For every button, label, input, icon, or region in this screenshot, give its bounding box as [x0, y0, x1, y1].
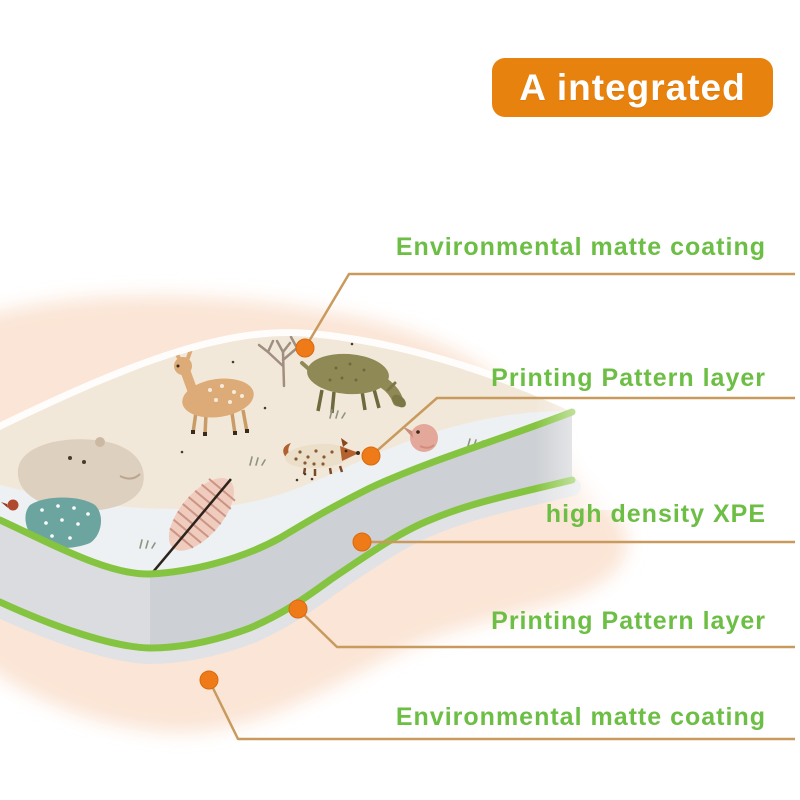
- layer-label-matte-coating-top: Environmental matte coating: [395, 233, 766, 261]
- layer-label-printing-pattern-bottom: Printing Pattern layer: [491, 607, 766, 635]
- fox: [283, 438, 360, 476]
- play-mat: [0, 329, 665, 665]
- callout-dot-matte-top: [295, 338, 315, 358]
- mat-cut-fade: [535, 365, 665, 510]
- callout-dot-print-top: [361, 446, 381, 466]
- callout-line-matte-top: [303, 272, 795, 349]
- feather: [150, 478, 236, 575]
- callout-line-print-bottom: [297, 608, 795, 649]
- title-text: A integrated: [519, 66, 746, 108]
- callout-line-matte-bottom: [207, 679, 795, 741]
- hippo: [17, 437, 144, 511]
- pink-bird: [402, 424, 438, 452]
- grazing-deer: [300, 353, 406, 414]
- mat-bottom-lip: [0, 478, 581, 665]
- mat-pattern: [0, 336, 572, 575]
- layer-label-high-density-xpe: high density XPE: [545, 500, 766, 528]
- callout-line-print-top: [370, 396, 795, 457]
- callout-dots: [199, 338, 381, 690]
- layer-label-matte-coating-bottom: Environmental matte coating: [395, 703, 766, 731]
- red-bird: [1, 499, 19, 511]
- pattern-speckles: [180, 342, 412, 482]
- fawn: [172, 347, 254, 436]
- callout-dot-xpe: [352, 532, 372, 552]
- title-badge: A integrated: [492, 58, 773, 117]
- layer-label-printing-pattern-top: Printing Pattern layer: [491, 364, 766, 392]
- callout-dot-matte-bottom: [199, 670, 219, 690]
- callout-dot-print-bottom: [288, 599, 308, 619]
- callouts: [207, 272, 795, 741]
- printing-layer-edge-top: [0, 408, 576, 578]
- snow-area: [0, 411, 572, 575]
- polka-dot-bush: [25, 497, 102, 549]
